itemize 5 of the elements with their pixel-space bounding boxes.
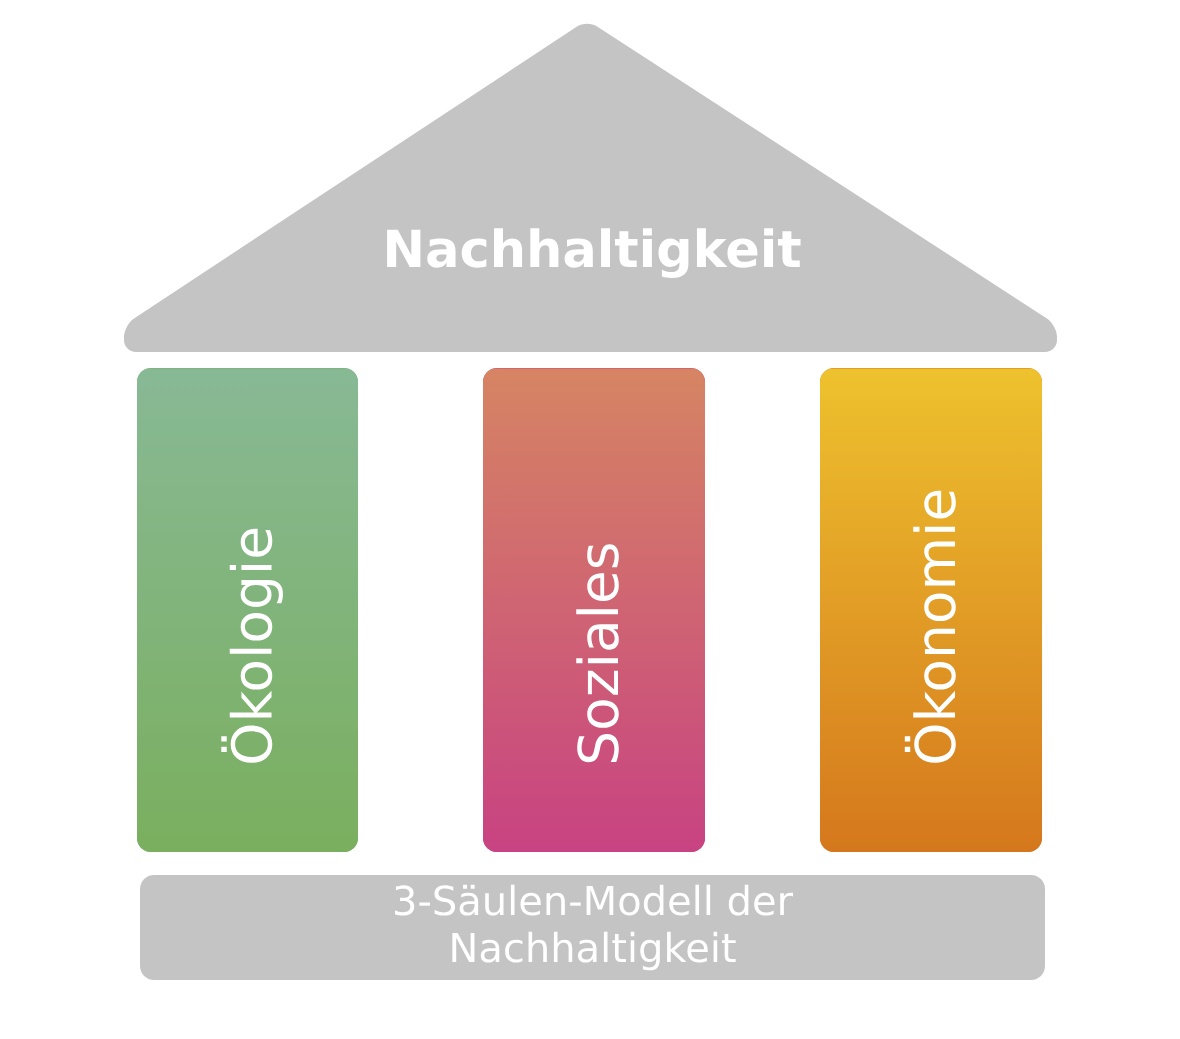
pillar: Soziales	[483, 368, 705, 852]
pillar: Ökonomie	[820, 368, 1042, 852]
pillar: Ökologie	[137, 368, 358, 852]
base-slab: 3-Säulen-Modell der Nachhaltigkeit	[140, 875, 1045, 980]
roof-triangle: Nachhaltigkeit	[124, 23, 1057, 352]
